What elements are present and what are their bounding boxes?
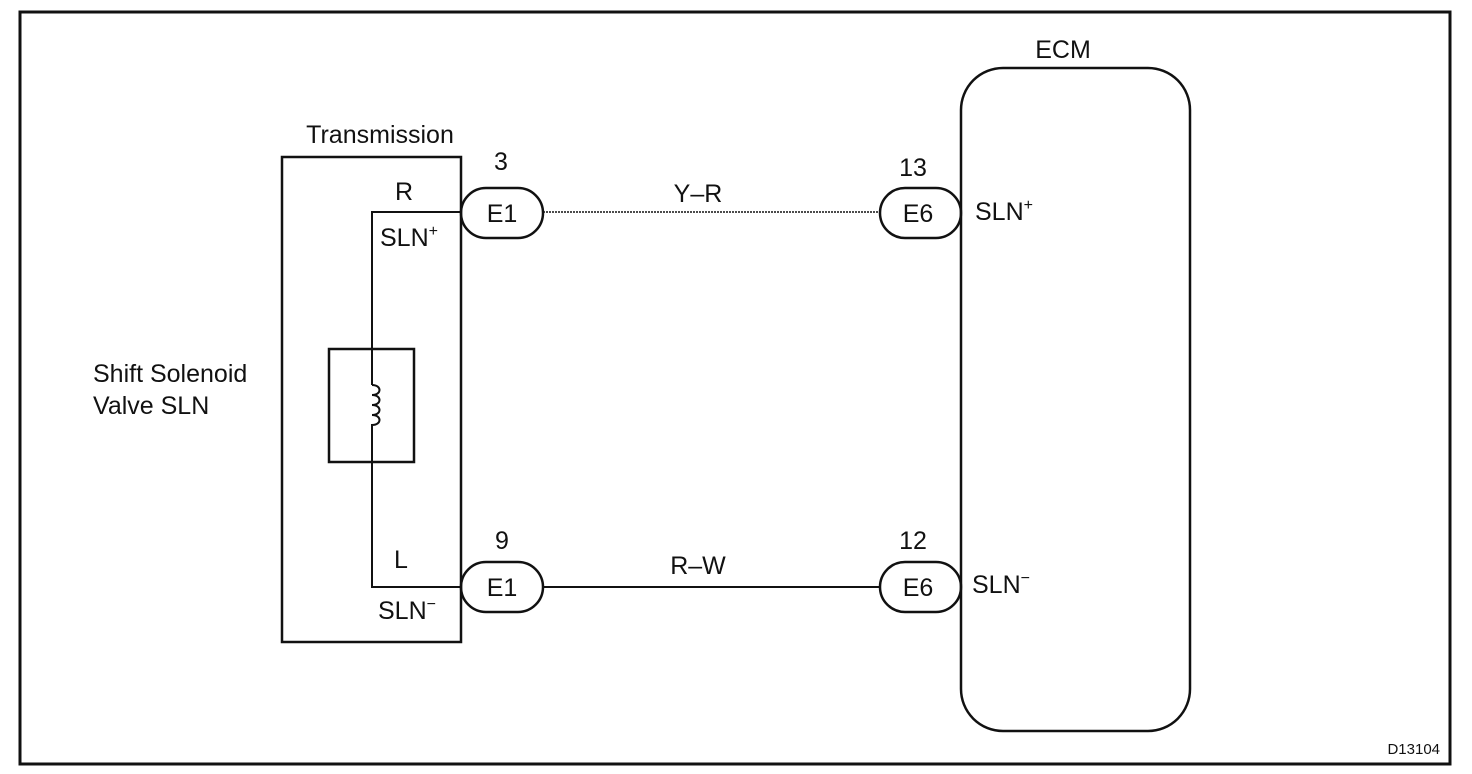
wire-color-l: L [394,546,408,574]
solenoid-body [327,347,416,464]
solenoid-label-line1: Shift Solenoid [93,360,247,388]
connector-right-bottom [878,560,963,614]
connector-left-top [459,186,545,240]
connector-right-top [878,186,963,240]
connector-left-bottom [459,560,545,614]
connector-left-top-id: E1 [487,200,518,228]
ecm-terminal-top: SLN+ [975,197,1033,226]
figure-id: D13104 [1387,741,1440,758]
trans-terminal-top: SLN+ [380,223,438,252]
ecm-title: ECM [1035,36,1091,64]
pin-number-right-bottom: 12 [899,527,927,555]
connector-right-bottom-id: E6 [903,574,934,602]
ecm-box [959,66,1192,733]
pin-number-right-top: 13 [899,154,927,182]
outer-frame [18,10,1452,766]
solenoid-label-line2: Valve SLN [93,392,209,420]
wire-color-r: R [395,178,413,206]
wire-bottom-color: R–W [670,552,726,580]
internal-wire-bottom [371,430,461,588]
transmission-title: Transmission [306,121,454,149]
connector-right-top-id: E6 [903,200,934,228]
connector-left-bottom-id: E1 [487,574,518,602]
pin-number-left-bottom: 9 [495,527,509,555]
internal-wire-top [371,211,461,385]
ecm-terminal-bottom: SLN− [972,570,1030,599]
coil-icon [371,384,381,430]
transmission-box [280,155,463,644]
pin-number-left-top: 3 [494,148,508,176]
trans-terminal-bottom: SLN− [378,596,436,625]
wire-top-color: Y–R [674,180,723,208]
